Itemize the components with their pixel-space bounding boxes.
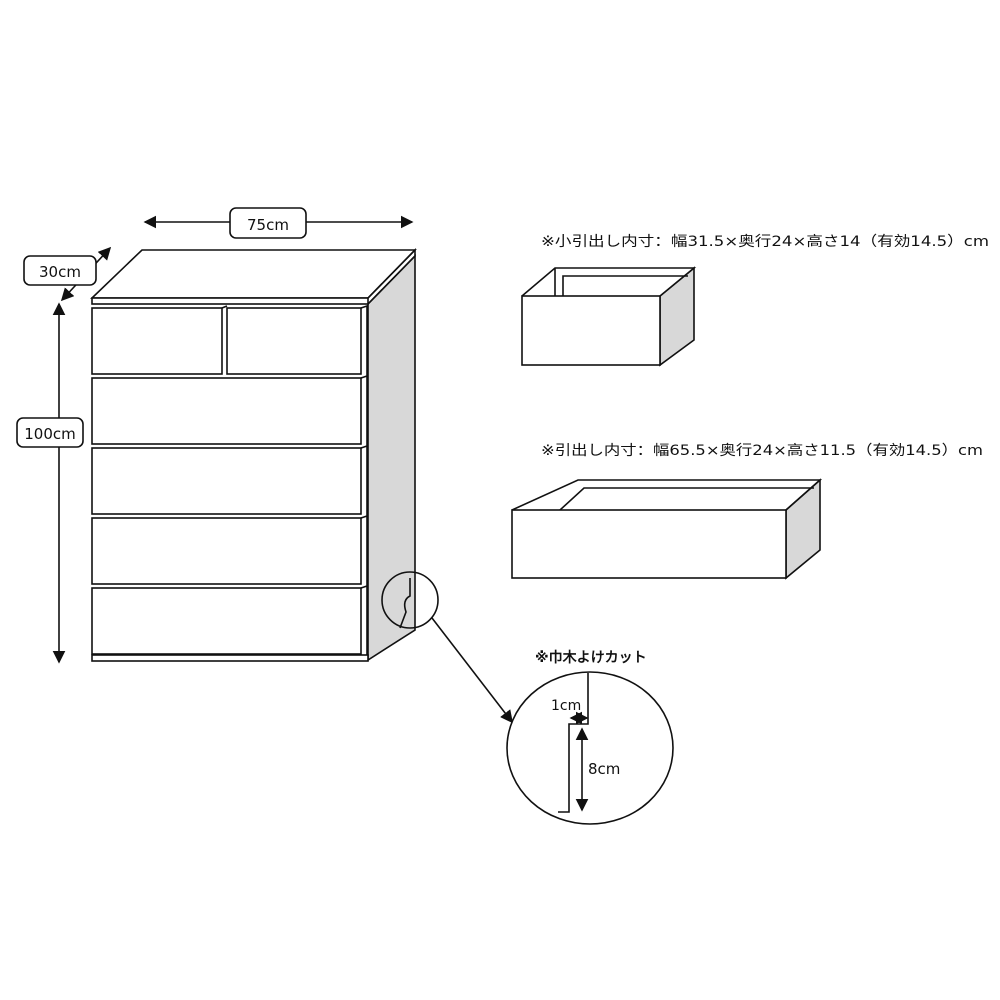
drawer-note: ※引出し内寸：幅65.5×奥行24×高さ11.5（有効14.5）cm [541,442,983,459]
side-panel [367,254,416,662]
small-drawer-note: ※小引出し内寸：幅31.5×奥行24×高さ14（有効14.5）cm [541,233,989,250]
cut-detail-title: ※巾木よけカット [535,649,647,666]
drawer-4 [91,517,362,585]
top-front-edge [91,297,369,305]
drawer-illustration [511,478,823,580]
cut-width-label: 1cm [551,698,581,714]
height-label: 100cm [24,425,76,443]
depth-label: 30cm [39,263,81,281]
drawer-3 [91,447,362,515]
small-drawer-illustration [521,266,697,367]
top-surface [90,249,417,299]
cut-height-label: 8cm [588,760,620,778]
drawer-small-right [226,307,362,375]
width-label: 75cm [247,216,289,234]
detail-circle [506,671,674,825]
chest-of-drawers [90,248,417,662]
drawer-small-left [91,307,223,375]
base [91,654,369,662]
detail-marker-circle [381,571,439,629]
drawer-2 [91,377,362,445]
callout-arrow [431,617,513,724]
cut-profile [558,673,589,813]
drawer-5 [91,587,362,655]
